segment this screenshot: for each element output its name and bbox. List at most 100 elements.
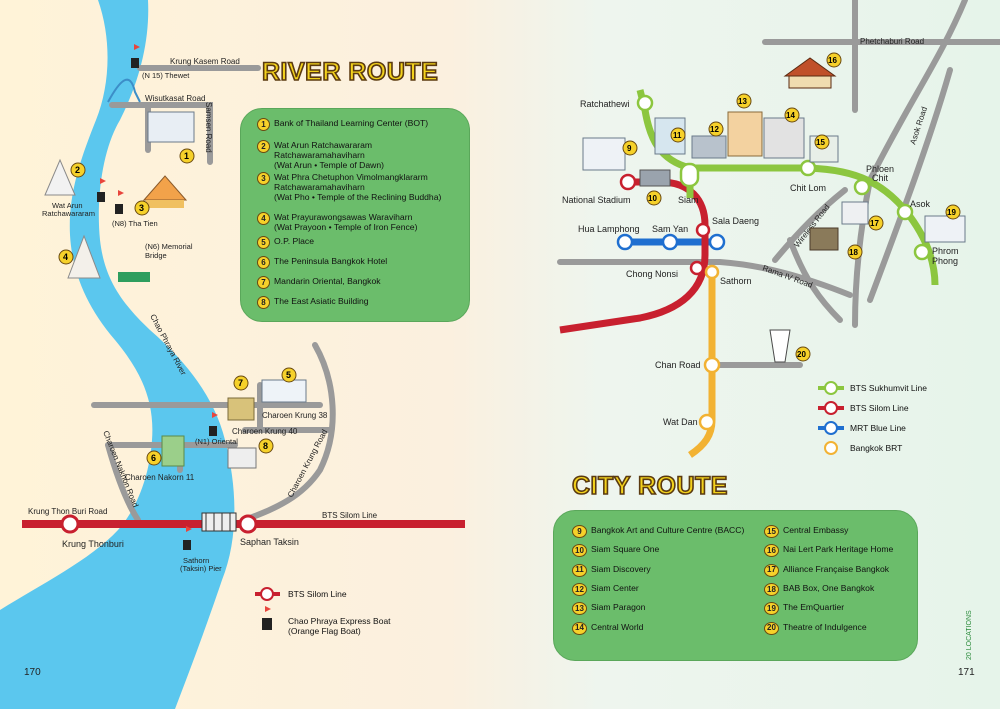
sathorn-pier-label-2: (Taksin) Pier	[180, 564, 222, 573]
river-legend-icons	[255, 587, 280, 630]
river-list-item-line: Ratchawaramahaviharn	[274, 182, 365, 193]
phetchaburi-road-label: Phetchaburi Road	[860, 37, 924, 46]
svg-text:6: 6	[151, 453, 156, 463]
number-badge: 2	[257, 140, 270, 153]
saphan-taksin-label: Saphan Taksin	[240, 537, 299, 547]
number-badge: 3	[257, 172, 270, 185]
legend-brt-text: Bangkok BRT	[850, 443, 903, 453]
siam-center-icon	[691, 135, 727, 159]
ratchathewi-label: Ratchathewi	[580, 99, 630, 109]
charoen-nakhon-road-label: Charoen Nakhon Road	[101, 429, 140, 508]
city-list-item-text: Central World	[591, 621, 644, 632]
river-list-item-text: Wat Prayurawongsawas Waraviharn(Wat Pray…	[274, 212, 417, 232]
river-list-item-line: Bank of Thailand Learning Center (BOT)	[274, 118, 429, 128]
svg-text:3: 3	[139, 203, 144, 213]
theatre-indulgence-icon	[769, 329, 791, 363]
city-legend-icons	[818, 381, 844, 455]
city-list-item-text: Bangkok Art and Culture Centre (BACC)	[591, 525, 745, 535]
river-list-item-line: O.P. Place	[274, 236, 314, 246]
svg-text:5: 5	[286, 370, 291, 380]
river-list-item-text: The Peninsula Bangkok Hotel	[274, 256, 387, 266]
city-list-item-text: Siam Square One	[591, 544, 660, 555]
legend-boat-text-2: (Orange Flag Boat)	[288, 626, 361, 636]
city-list-item-text: Siam Discovery	[591, 563, 651, 574]
city-list-item-text: Central Embassy	[783, 525, 849, 535]
wat-arun-icon	[44, 158, 76, 196]
krung-thonburi-station[interactable]	[60, 514, 80, 534]
sam-yan-label: Sam Yan	[652, 224, 688, 234]
phrom-phong-label-2: Phong	[932, 256, 958, 266]
central-world-icon	[763, 117, 805, 159]
phrom-phong-label-1: Phrom	[932, 246, 959, 256]
taksin-bridge-icon	[201, 512, 237, 532]
bacc-icon	[582, 137, 626, 171]
wat-arun-label-2: Ratchawararam	[42, 209, 95, 218]
number-badge: 10	[572, 544, 587, 558]
river-list-item-line: The Peninsula Bangkok Hotel	[274, 256, 388, 266]
wat-pho-icon	[142, 175, 188, 201]
city-legend-box	[553, 510, 918, 661]
svg-text:8: 8	[263, 441, 268, 451]
legend-sukhumvit-text: BTS Sukhumvit Line	[850, 383, 928, 393]
city-list-item[interactable]: 9 Bangkok Art and Culture Centre (BACC)	[572, 525, 744, 538]
memorial-label-1: (N6) Memorial	[145, 242, 193, 251]
saphan-taksin-station[interactable]	[238, 514, 258, 534]
page-number-left: 170	[24, 667, 41, 678]
chao-phraya-river	[0, 0, 235, 709]
memorial-bridge-icon	[118, 272, 150, 282]
svg-text:1: 1	[184, 151, 189, 161]
oriental-label: (N1) Oriental	[195, 437, 238, 446]
phloen-label-1: Phloen	[866, 164, 894, 174]
city-stations[interactable]	[616, 94, 931, 431]
svg-text:9: 9	[627, 144, 632, 153]
svg-text:11: 11	[673, 131, 682, 140]
hua-lamphong-label: Hua Lamphong	[578, 224, 640, 234]
number-badge: 9	[572, 525, 587, 538]
svg-text:12: 12	[710, 125, 719, 134]
wat-arun-label-1: Wat Arun	[52, 201, 83, 210]
national-stadium-label: National Stadium	[562, 195, 631, 205]
siam-paragon-icon	[727, 111, 763, 157]
emquartier-icon	[924, 215, 966, 243]
river-list-item-text: O.P. Place	[274, 236, 314, 246]
city-list-item[interactable]: 10 Siam Square One	[572, 544, 660, 558]
legend-bts-silom-text: BTS Silom Line	[288, 589, 347, 599]
wat-dan-label: Wat Dan	[663, 417, 698, 427]
landmark-illustrations-river	[44, 78, 307, 469]
sala-daeng-label: Sala Daeng	[712, 216, 759, 226]
river-list-item-line: Wat Arun Ratchawararam	[274, 140, 373, 150]
city-number-badges: 9 10 11 12 13 14 15 16 17 18 19 20	[622, 52, 961, 362]
svg-text:4: 4	[63, 252, 68, 262]
asok-label: Asok	[910, 199, 931, 209]
svg-text:16: 16	[828, 56, 837, 65]
number-badge: 13	[572, 602, 587, 616]
river-list-item-line: (Wat Pho • Temple of the Reclining Buddh…	[274, 192, 442, 203]
svg-text:10: 10	[648, 194, 657, 203]
legend-silom-text: BTS Silom Line	[850, 403, 909, 413]
samsen-road-label: Samsen Road	[204, 102, 213, 153]
city-list-item-text: BAB Box, One Bangkok	[783, 582, 875, 593]
river-list-item-line: Wat Phra Chetuphon Vimolmangklararm	[274, 172, 428, 182]
